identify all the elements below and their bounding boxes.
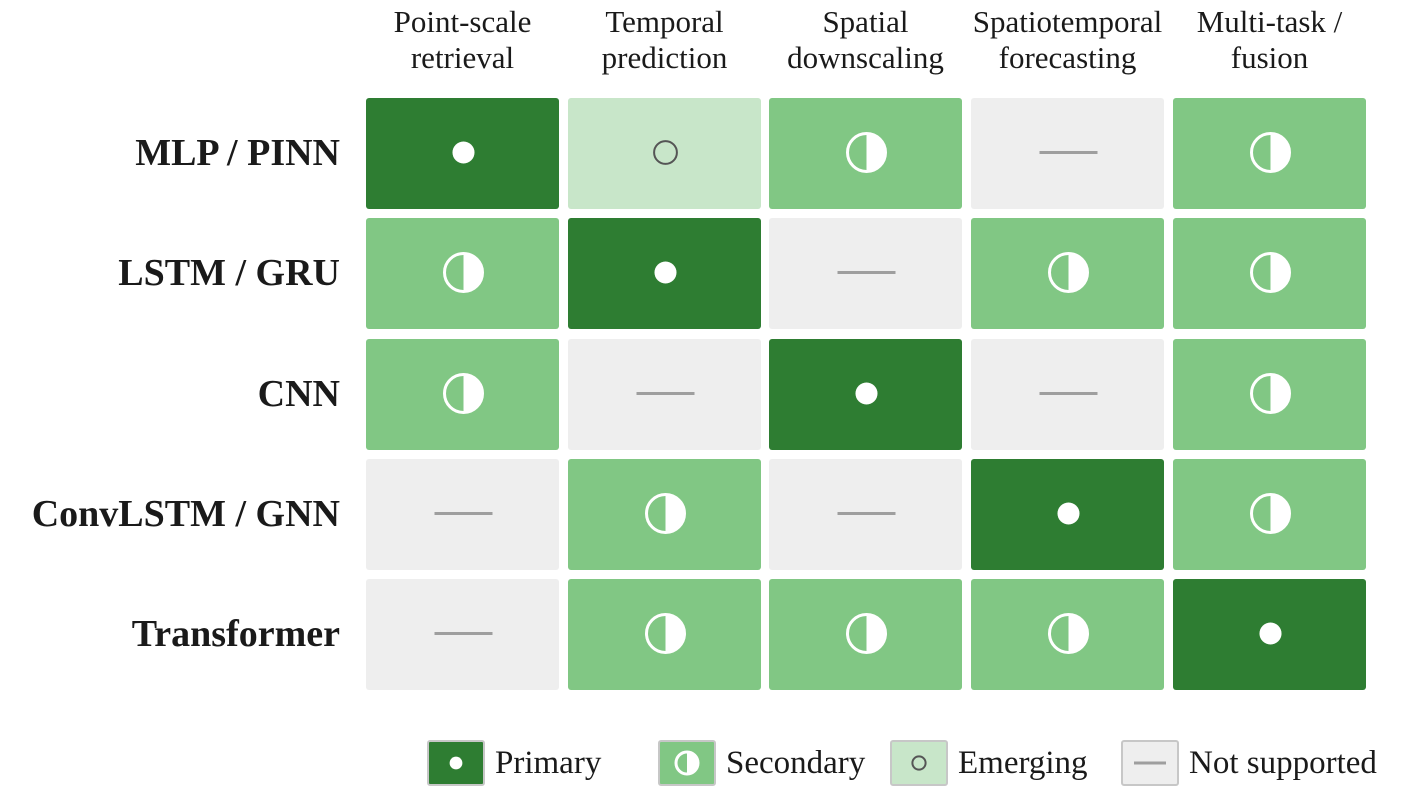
primary-dot-icon [1259,622,1282,645]
primary-dot-icon [654,261,677,284]
matrix-cell-not-supported [366,579,559,690]
matrix-cell-secondary [769,579,962,690]
open-circle-icon [653,140,678,165]
matrix-cell-not-supported [971,98,1164,209]
matrix-cell-primary [971,459,1164,570]
column-header: Point-scale retrieval [393,4,532,75]
row-label: ConvLSTM / GNN [31,493,340,535]
row-label: MLP / PINN [135,132,340,174]
matrix-cell-primary [769,339,962,450]
half-circle-icon [846,613,887,654]
matrix-cell-not-supported [769,218,962,329]
matrix-cell-primary [366,98,559,209]
matrix-cell-secondary [1173,218,1366,329]
column-header: Temporal prediction [601,4,728,75]
matrix-cell-not-supported [971,339,1164,450]
half-circle-icon [645,613,686,654]
half-circle-icon [645,493,686,534]
half-circle-icon [846,132,887,173]
primary-dot-icon [452,141,475,164]
row-label: Transformer [131,613,340,655]
matrix-cell-secondary [971,218,1164,329]
matrix-cell-not-supported [568,339,761,450]
matrix-cell-primary [568,218,761,329]
primary-dot-icon [1057,502,1080,525]
half-circle-icon [1250,373,1291,414]
column-header: Spatial downscaling [787,4,944,75]
half-circle-icon [1250,132,1291,173]
matrix-cell-secondary [568,459,761,570]
primary-dot-icon [855,382,878,405]
row-label: CNN [257,373,340,415]
matrix-cell-secondary [1173,339,1366,450]
half-circle-icon [443,373,484,414]
matrix-cell-primary [1173,579,1366,690]
matrix-cell-not-supported [366,459,559,570]
matrix-cell-secondary [1173,98,1366,209]
matrix-cell-secondary [1173,459,1366,570]
matrix-cell-secondary [366,339,559,450]
half-circle-icon [1048,252,1089,293]
matrix-cell-secondary [971,579,1164,690]
matrix-cell-secondary [769,98,962,209]
half-circle-icon [1250,252,1291,293]
row-label: LSTM / GRU [118,252,340,294]
column-header: Multi-task / fusion [1196,4,1343,75]
matrix-cell-secondary [568,579,761,690]
matrix-cell-emerging [568,98,761,209]
half-circle-icon [1250,493,1291,534]
half-circle-icon [1048,613,1089,654]
column-header: Spatiotemporal forecasting [972,4,1163,75]
half-circle-icon [443,252,484,293]
matrix-cell-not-supported [769,459,962,570]
matrix-cell-secondary [366,218,559,329]
